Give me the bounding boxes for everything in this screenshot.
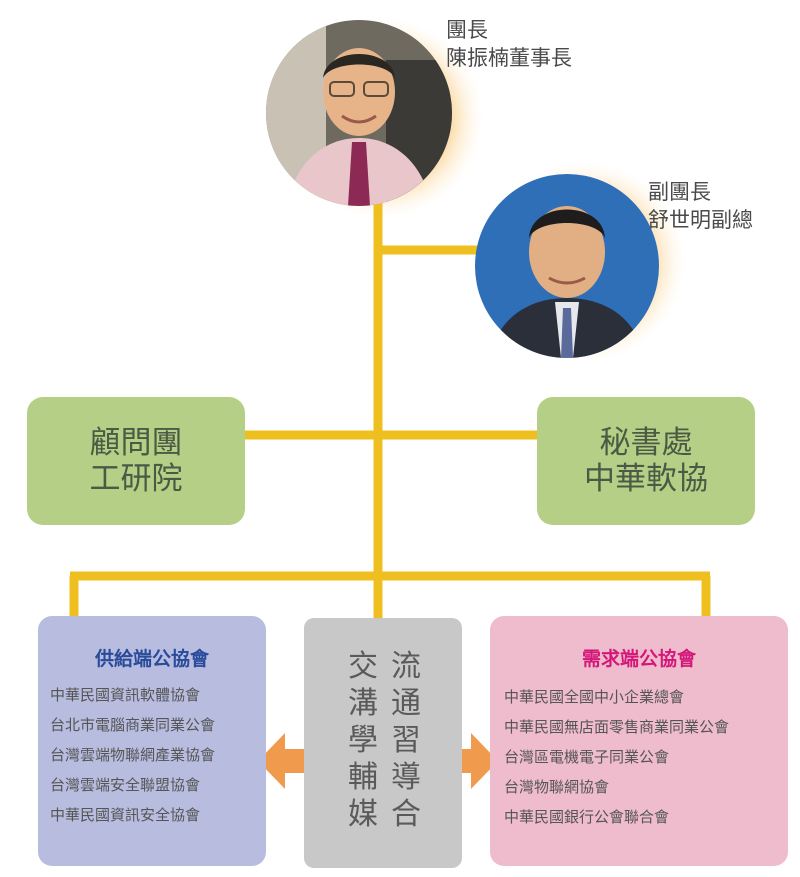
arrow-left	[258, 733, 312, 789]
center-char: 學	[348, 723, 378, 758]
center-char: 通	[391, 686, 421, 721]
demand-title: 需求端公協會	[581, 648, 696, 670]
secretariat-line2: 中華軟協	[584, 461, 708, 497]
list-item: 台灣區電機電子同業公會	[504, 748, 670, 766]
deputy-photo	[475, 174, 659, 358]
list-item: 中華民國資訊安全協會	[50, 806, 201, 824]
center-char: 溝	[348, 686, 378, 721]
list-item: 中華民國無店面零售商業同業公會	[504, 718, 730, 736]
list-item: 中華民國資訊軟體協會	[50, 686, 201, 704]
leader-photo	[266, 20, 452, 206]
secretariat-box: 秘書處 中華軟協	[537, 397, 755, 525]
list-item: 台灣雲端安全聯盟協會	[50, 776, 201, 794]
list-item: 台灣雲端物聯網產業協會	[50, 746, 216, 764]
demand-box: 需求端公協會 中華民國全國中小企業總會 中華民國無店面零售商業同業公會 台灣區電…	[490, 616, 788, 866]
center-char: 媒	[348, 797, 378, 832]
arrow-right	[446, 733, 498, 789]
leader-title: 團長	[446, 18, 488, 42]
center-char: 交	[348, 649, 378, 684]
leader-name: 陳振楠董事長	[446, 46, 572, 70]
list-item: 中華民國銀行公會聯合會	[504, 808, 670, 826]
list-item: 台北市電腦商業同業公會	[50, 716, 216, 734]
center-char: 導	[391, 760, 421, 795]
advisory-box: 顧問團 工研院	[27, 397, 245, 525]
deputy-caption: 副團長 舒世明副總	[648, 178, 753, 234]
advisory-line2: 工研院	[89, 461, 183, 497]
secretariat-line1: 秘書處	[599, 425, 693, 461]
deputy-title: 副團長	[648, 180, 711, 204]
center-box: 流 通 習 導 合 交 溝 學 輔 媒	[304, 618, 462, 868]
supply-box: 供給端公協會 中華民國資訊軟體協會 台北市電腦商業同業公會 台灣雲端物聯網產業協…	[38, 616, 266, 866]
center-col-right: 流 通 習 導 合	[389, 648, 423, 833]
center-char: 流	[391, 649, 421, 684]
center-char: 合	[391, 797, 421, 832]
center-char: 輔	[348, 760, 378, 795]
deputy-name: 舒世明副總	[648, 208, 753, 232]
list-item: 台灣物聯網協會	[504, 778, 610, 796]
center-char: 習	[391, 723, 421, 758]
leader-caption: 團長 陳振楠董事長	[446, 16, 572, 72]
supply-list: 中華民國資訊軟體協會 台北市電腦商業同業公會 台灣雲端物聯網產業協會 台灣雲端安…	[50, 680, 215, 830]
demand-list: 中華民國全國中小企業總會 中華民國無店面零售商業同業公會 台灣區電機電子同業公會…	[504, 682, 729, 832]
center-col-left: 交 溝 學 輔 媒	[346, 648, 380, 833]
advisory-line1: 顧問團	[89, 425, 183, 461]
list-item: 中華民國全國中小企業總會	[504, 688, 685, 706]
supply-title: 供給端公協會	[94, 648, 209, 670]
